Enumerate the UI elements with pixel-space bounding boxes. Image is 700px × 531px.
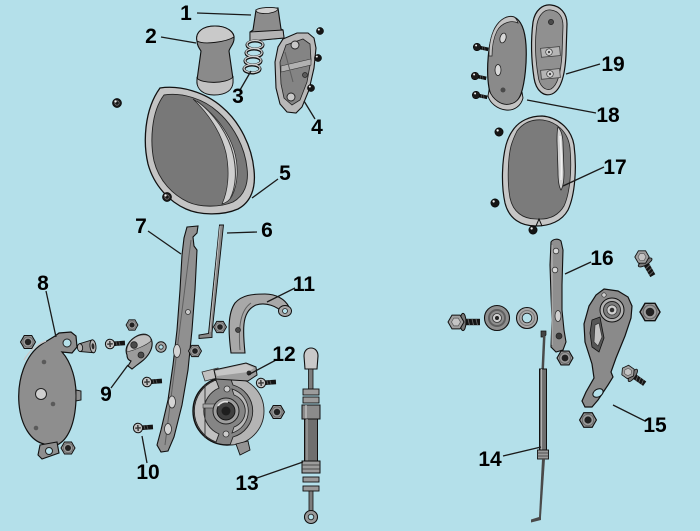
leader-line-10 <box>141 435 148 464</box>
bushing <box>76 339 97 354</box>
part-11-curved-guard <box>228 293 292 354</box>
part-16-lever-strip <box>549 238 567 353</box>
callout-5: 5 <box>279 162 291 185</box>
hex-nut <box>213 320 227 334</box>
part-13-cable-rod <box>301 347 321 525</box>
leader-line-8 <box>45 290 57 338</box>
screw <box>528 225 538 235</box>
screw <box>315 26 325 36</box>
leader-line-2 <box>160 36 197 44</box>
callout-17: 17 <box>603 156 626 179</box>
washer <box>155 341 167 353</box>
part-7-lever-arm <box>156 225 199 453</box>
leader-line-15 <box>612 404 646 422</box>
hex-nut <box>578 412 598 428</box>
screw <box>490 198 500 208</box>
callouts: 1 2 3 4 5 6 7 8 9 10 11 12 13 14 15 16 1… <box>37 2 667 495</box>
screw <box>313 53 323 63</box>
hex-nut <box>556 350 574 366</box>
part-17-rear-cover <box>501 115 576 227</box>
callout-15: 15 <box>643 414 667 437</box>
callout-19: 19 <box>601 53 624 76</box>
hex-nut <box>19 334 37 350</box>
callout-12: 12 <box>272 343 295 366</box>
leader-line-4 <box>303 100 316 120</box>
callout-9: 9 <box>100 383 112 406</box>
hex-nut <box>60 441 76 455</box>
leader-line-6 <box>226 231 258 234</box>
part-4-handle-bracket <box>274 32 317 114</box>
callout-16: 16 <box>590 247 613 270</box>
flat-washer <box>515 306 539 330</box>
callout-6: 6 <box>261 219 273 242</box>
callout-14: 14 <box>478 448 502 471</box>
part-8-mount-bracket <box>18 331 82 460</box>
leader-line-7 <box>147 230 182 255</box>
leader-line-5 <box>251 178 279 199</box>
part-14-long-rod <box>531 330 549 523</box>
part-12-brake-drum <box>192 362 265 456</box>
part-19-grip-half-inner <box>531 4 568 96</box>
hex-nut <box>268 404 286 420</box>
hex-nut <box>639 302 661 322</box>
part-18-grip-half-outer <box>487 15 527 111</box>
spacer-washer <box>483 304 511 332</box>
leader-line-19 <box>565 63 601 75</box>
screw <box>306 83 316 93</box>
hex-nut <box>188 344 202 358</box>
part-15-pivot-bracket <box>581 288 633 408</box>
leader-line-16 <box>564 261 592 275</box>
leader-line-14 <box>502 446 542 457</box>
leader-line-18 <box>526 99 597 114</box>
part-9-link-plate <box>125 333 153 370</box>
leader-line-9 <box>110 364 129 389</box>
leader-line-3 <box>239 70 252 91</box>
callout-2: 2 <box>145 25 157 48</box>
part-1-knob <box>249 7 285 42</box>
callout-18: 18 <box>596 104 620 127</box>
screw <box>494 127 504 137</box>
callout-10: 10 <box>136 461 159 484</box>
callout-8: 8 <box>37 272 49 295</box>
screw <box>111 97 123 109</box>
callout-1: 1 <box>180 2 192 25</box>
part-5-side-cover <box>144 86 256 215</box>
leader-line-13 <box>256 461 304 479</box>
part-6-rod <box>198 224 225 339</box>
callout-3: 3 <box>232 85 244 108</box>
leader-line-1 <box>196 12 252 16</box>
callout-11: 11 <box>293 273 316 296</box>
callout-7: 7 <box>135 215 147 238</box>
leader-line-12 <box>247 359 277 376</box>
screw <box>161 191 173 203</box>
leader-line-17 <box>562 166 605 187</box>
hex-nut <box>125 319 139 331</box>
part-2-grip-cover <box>196 25 235 96</box>
callout-13: 13 <box>235 472 258 495</box>
leader-line-11 <box>266 287 296 303</box>
part-3-spring <box>242 39 265 75</box>
callout-4: 4 <box>311 116 323 139</box>
leader-lines <box>45 12 646 479</box>
